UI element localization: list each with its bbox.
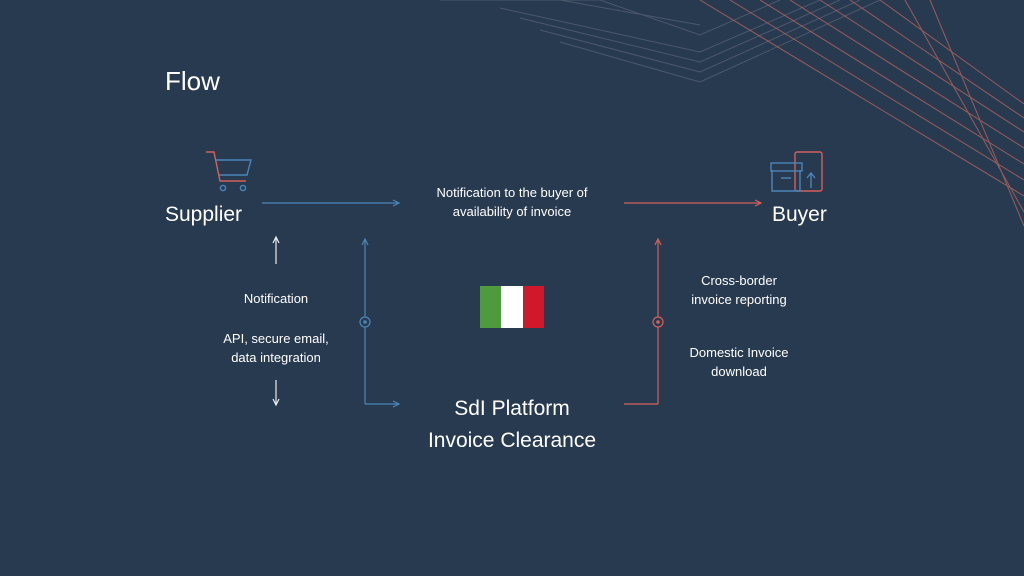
buyer-notification-text: Notification to the buyer of availabilit…	[412, 183, 612, 221]
buyer-label: Buyer	[772, 203, 827, 226]
arrow-up-to-supplier	[272, 235, 280, 264]
sdi-platform-label: SdI Platform Invoice Clearance	[412, 393, 612, 457]
notification-text: Notification	[243, 291, 309, 306]
arrow-down-from-supplier	[272, 380, 280, 407]
flag-red-stripe	[522, 286, 544, 328]
page-title: Flow	[165, 66, 220, 96]
domestic-line1: Domestic Invoice	[689, 345, 789, 360]
red-bracket-connector	[624, 237, 664, 405]
flag-white-stripe	[501, 286, 523, 328]
arrow-notification-to-buyer	[624, 199, 763, 207]
sdi-platform-line2: Invoice Clearance	[427, 429, 597, 452]
api-channels-line1: API, secure email,	[223, 331, 329, 346]
crossborder-line2: invoice reporting	[691, 292, 787, 307]
blue-bracket-connector	[359, 237, 401, 408]
arrow-supplier-to-notification	[262, 199, 401, 207]
api-channels-text: API, secure email, data integration	[206, 329, 346, 367]
italy-flag	[480, 286, 544, 328]
box-upload-icon	[770, 151, 823, 192]
domestic-line2: download	[711, 364, 767, 379]
domestic-download-text: Domestic Invoice download	[674, 343, 804, 381]
crossborder-line1: Cross-border	[701, 273, 777, 288]
buyer-notification-line2: availability of invoice	[452, 204, 572, 219]
background-chevron-lines	[440, 0, 1024, 227]
supplier-label: Supplier	[165, 203, 243, 226]
buyer-notification-line1: Notification to the buyer of	[436, 185, 588, 200]
flag-green-stripe	[480, 286, 502, 328]
sdi-platform-line1: SdI Platform	[454, 397, 570, 420]
crossborder-reporting-text: Cross-border invoice reporting	[674, 271, 804, 309]
shopping-cart-icon	[206, 151, 252, 192]
api-channels-line2: data integration	[231, 350, 321, 365]
